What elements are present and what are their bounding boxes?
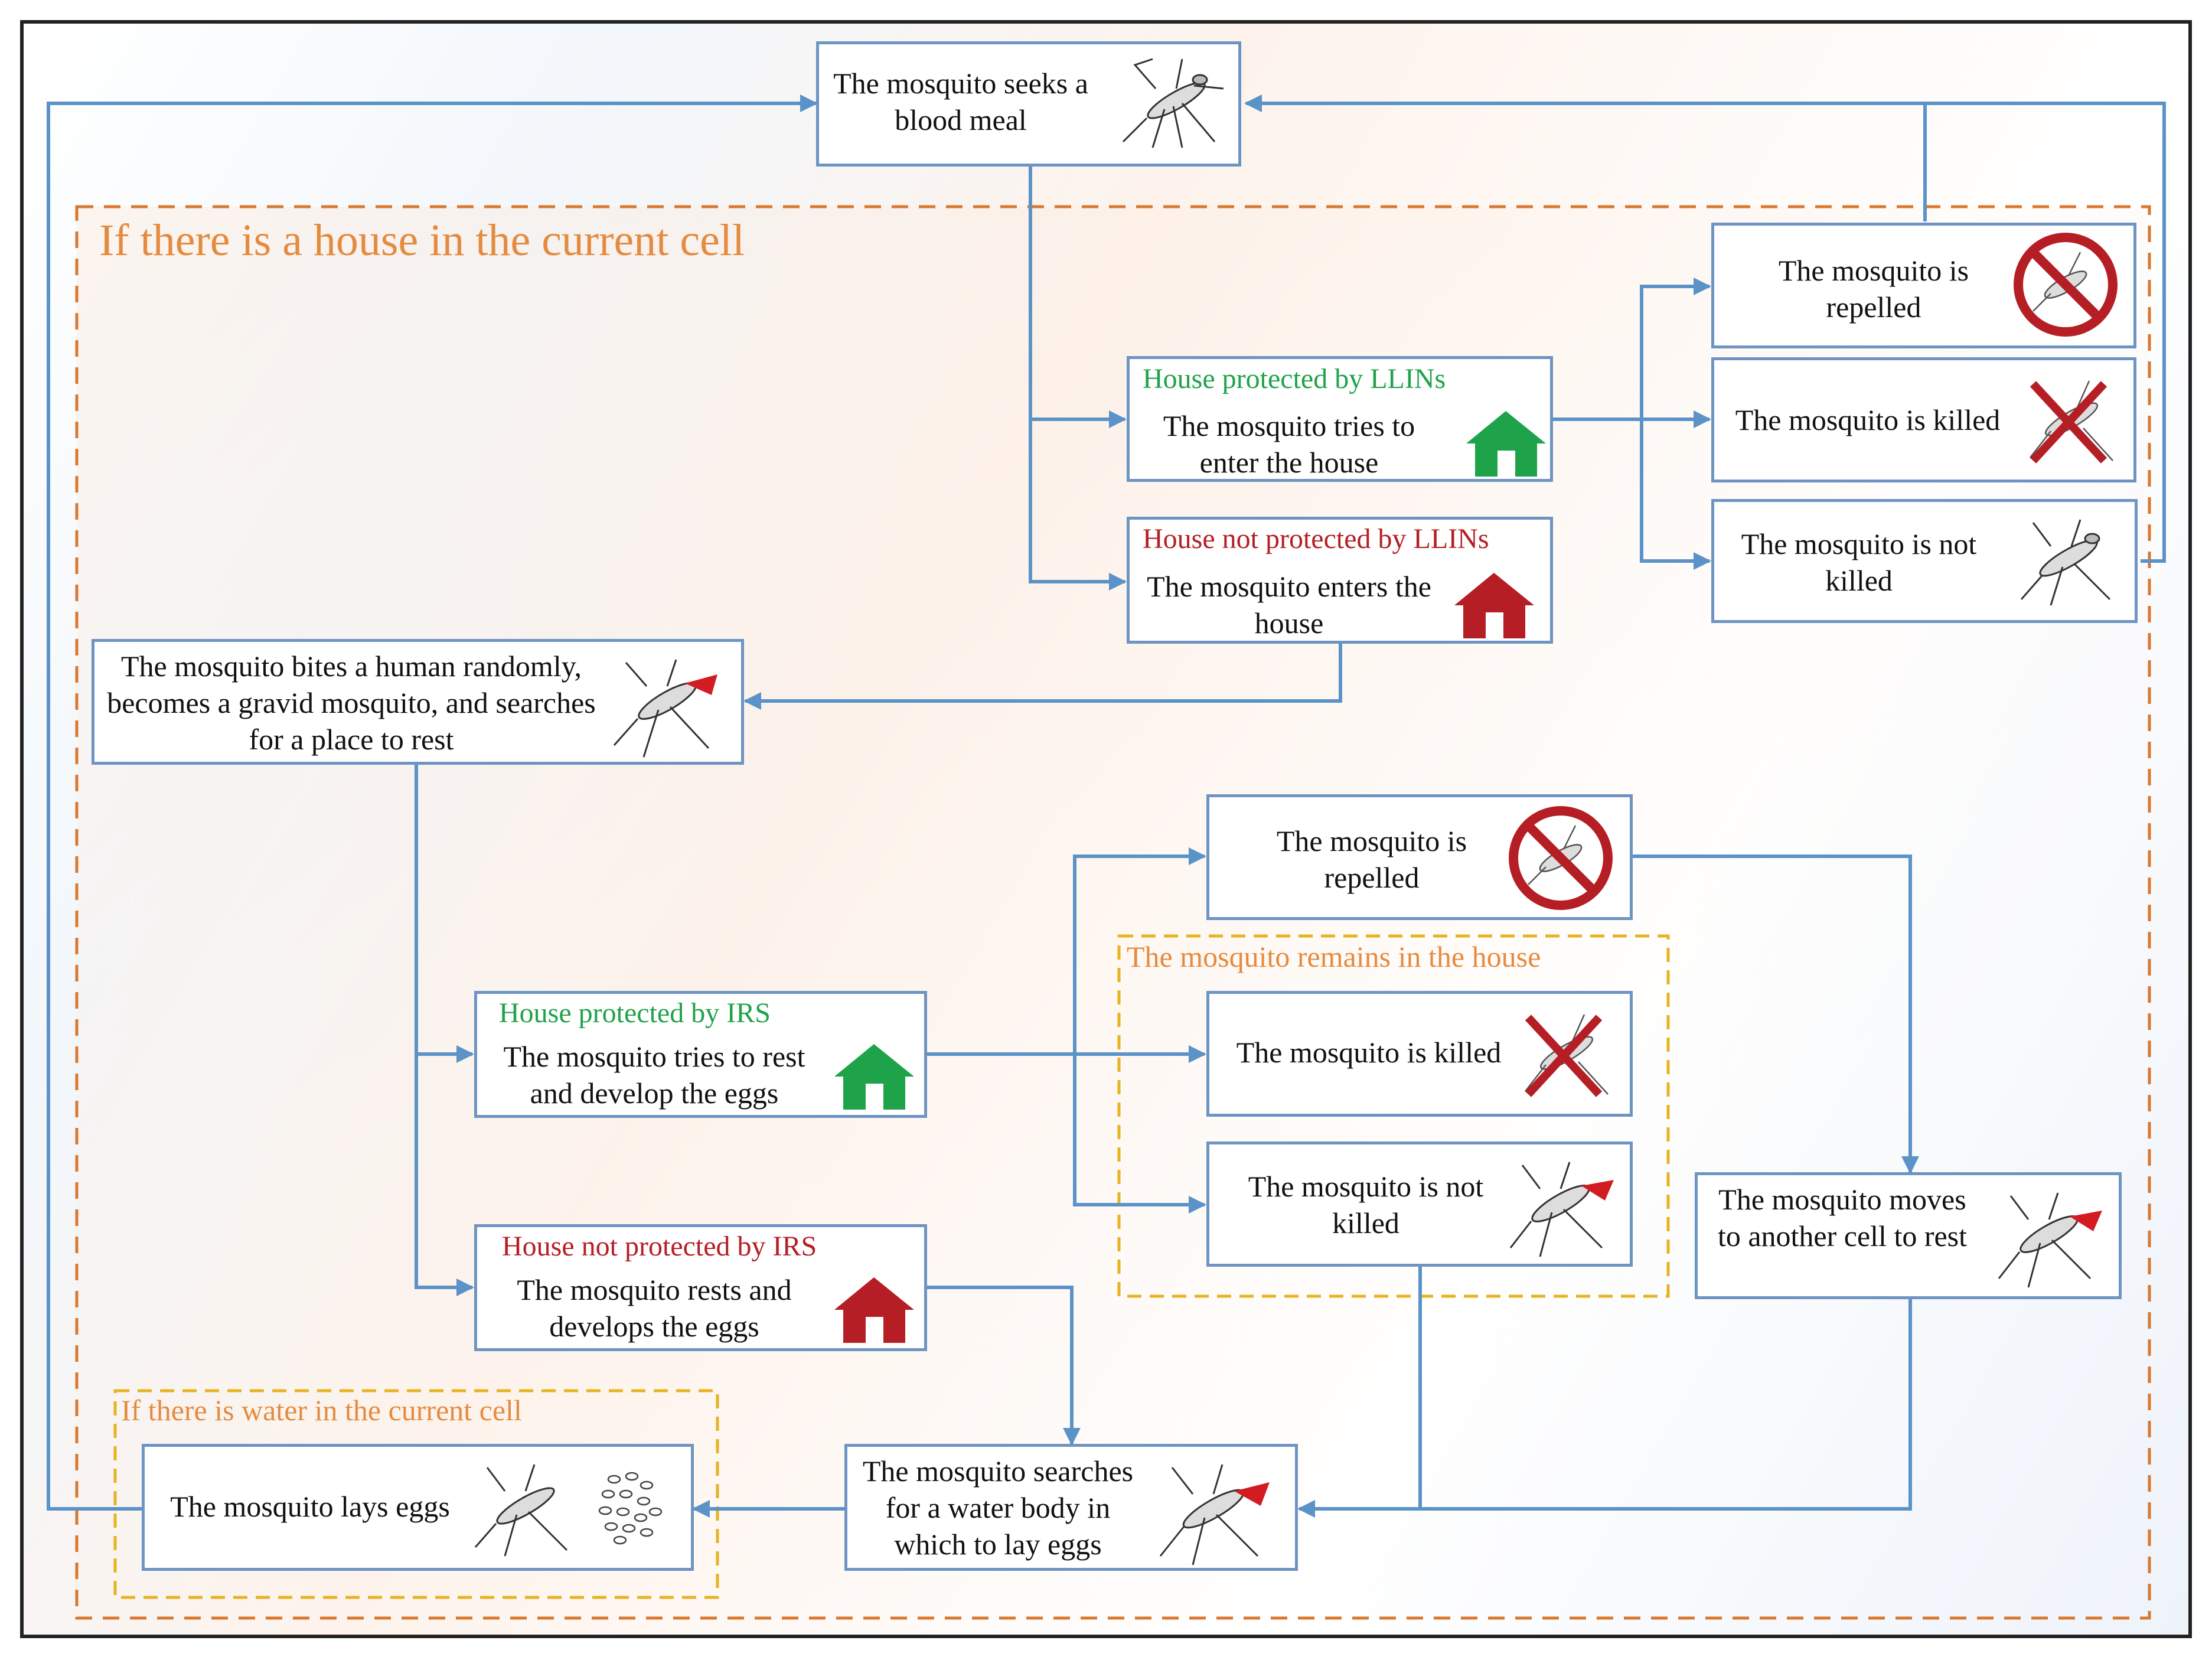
box-top-killed: The mosquito is killed xyxy=(1711,357,2136,482)
mosquito-icon xyxy=(2020,519,2111,606)
irs-protected-header: House protected by IRS xyxy=(499,997,771,1029)
top-repelled-text: The mosquito is repelled xyxy=(1778,254,1969,324)
mosquito-icon xyxy=(613,659,717,758)
box-top-not-killed: The mosquito is not killed xyxy=(1711,499,2138,623)
link-bites-to-notirs xyxy=(415,1054,474,1296)
mid-repelled-text: The mosquito is repelled xyxy=(1276,824,1467,894)
irs-not-protected-header: House not protected by IRS xyxy=(502,1231,817,1262)
llins-protected-header: House protected by LLINs xyxy=(1143,363,1446,394)
link-llins-to-notkilled xyxy=(1640,419,1711,570)
water-region-label: If there is water in the current cell xyxy=(121,1394,522,1427)
link-repelled-to-seeks xyxy=(1244,94,1927,221)
protected-house-icon xyxy=(1466,411,1546,477)
link-notkilled-to-seeks xyxy=(1925,102,2166,563)
box-mid-killed: The mosquito is killed xyxy=(1206,991,1633,1117)
link-llins-to-repelled xyxy=(1640,278,1711,419)
link-irs-to-repelled xyxy=(1073,847,1206,1054)
killed-icon xyxy=(1525,1014,1609,1097)
top-killed-text: The mosquito is killed xyxy=(1735,403,2001,436)
repelled-icon xyxy=(1509,806,1613,910)
llins-not-protected-header: House not protected by LLINs xyxy=(1143,523,1489,555)
mosquito-icon xyxy=(1159,1464,1270,1566)
mosquito-icon xyxy=(474,1464,568,1557)
link-notllins-to-bites xyxy=(743,644,1342,710)
irs-not-protected-text: The mosquito rests and develops the eggs xyxy=(517,1273,792,1343)
box-llins-protected: House protected by LLINs The mosquito tr… xyxy=(1127,356,1553,482)
water-region-outline xyxy=(113,1389,719,1599)
llins-protected-text: The mosquito tries to enter the house xyxy=(1163,409,1415,479)
link-notirs-to-searches xyxy=(927,1286,1081,1446)
link-repelled-to-moves xyxy=(1633,855,1919,1174)
link-moves-to-searches xyxy=(1297,1299,1912,1518)
protected-house-icon xyxy=(834,1044,914,1110)
mid-killed-text: The mosquito is killed xyxy=(1236,1036,1502,1069)
remains-region-label: The mosquito remains in the house xyxy=(1127,940,1541,973)
moves-text: The mosquito moves to another cell to re… xyxy=(1717,1183,1968,1253)
unprotected-house-icon xyxy=(1454,573,1534,638)
box-bites-human: The mosquito bites a human randomly, bec… xyxy=(92,639,744,765)
box-lays-eggs: The mosquito lays eggs xyxy=(142,1444,694,1571)
box-mid-repelled: The mosquito is repelled xyxy=(1206,794,1633,920)
mid-not-killed-text: The mosquito is not killed xyxy=(1248,1170,1484,1240)
house-region-outline xyxy=(75,205,2151,1620)
remains-region-outline xyxy=(1117,934,1670,1298)
mosquito-icon xyxy=(1509,1162,1614,1257)
box-searches-water: The mosquito searches for a water body i… xyxy=(844,1444,1298,1571)
eggs-icon xyxy=(598,1472,663,1545)
llins-not-protected-text: The mosquito enters the house xyxy=(1147,570,1431,640)
seeks-text: The mosquito seeks a blood meal xyxy=(833,67,1088,136)
box-moves-another-cell: The mosquito moves to another cell to re… xyxy=(1695,1172,2122,1299)
box-seeks-blood-meal: The mosquito seeks a blood meal xyxy=(816,41,1241,167)
mosquito-icon xyxy=(1122,58,1224,148)
box-top-repelled: The mosquito is repelled xyxy=(1711,223,2136,348)
link-irs-to-notkilled xyxy=(1073,1054,1206,1214)
top-not-killed-text: The mosquito is not killed xyxy=(1741,527,1977,597)
link-seeks-to-notllins xyxy=(1029,419,1127,591)
box-llins-not-protected: House not protected by LLINs The mosquit… xyxy=(1127,517,1553,644)
link-lays-to-seeks xyxy=(47,94,818,1511)
lays-eggs-text: The mosquito lays eggs xyxy=(170,1490,450,1523)
mosquito-icon xyxy=(1998,1192,2102,1288)
irs-protected-text: The mosquito tries to rest and develop t… xyxy=(503,1040,805,1110)
house-region-label: If there is a house in the current cell xyxy=(99,216,745,265)
box-mid-not-killed: The mosquito is not killed xyxy=(1206,1142,1633,1267)
repelled-icon xyxy=(2014,233,2118,337)
searches-water-text: The mosquito searches for a water body i… xyxy=(862,1454,1134,1561)
box-irs-protected: House protected by IRS The mosquito trie… xyxy=(474,991,927,1118)
bites-text: The mosquito bites a human randomly, bec… xyxy=(107,650,596,756)
box-irs-not-protected: House not protected by IRS The mosquito … xyxy=(474,1224,927,1351)
unprotected-house-icon xyxy=(834,1277,914,1343)
killed-icon xyxy=(2030,380,2113,464)
